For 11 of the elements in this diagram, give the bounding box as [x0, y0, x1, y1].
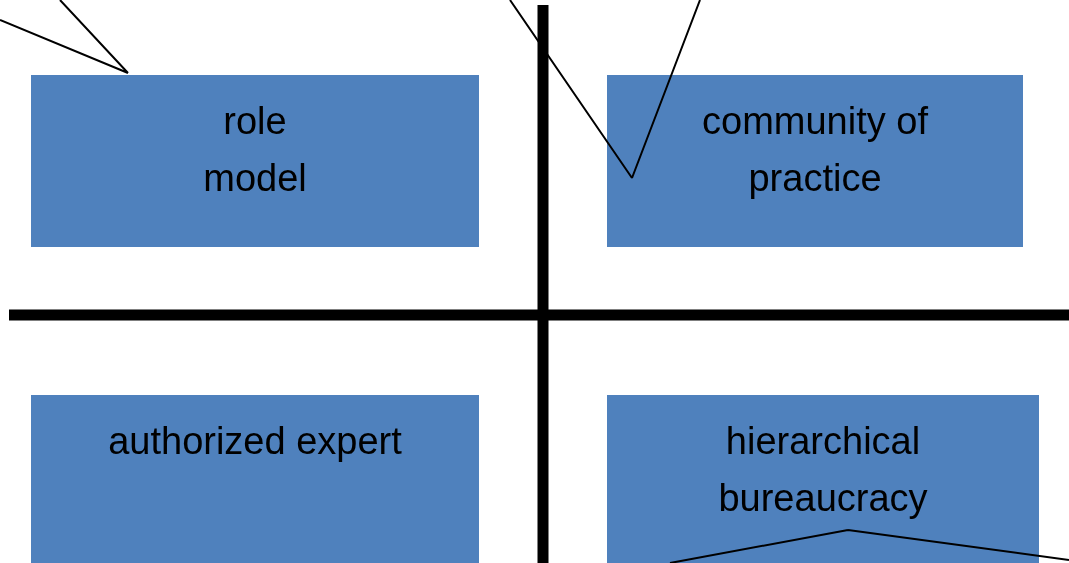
- quadrant-label: role model: [202, 99, 308, 201]
- quadrant-label: community of practice: [701, 99, 929, 201]
- callout-pointer: [509, 0, 701, 179]
- quadrant-label: hierarchical bureaucracy: [717, 419, 929, 521]
- quadrant-box: [607, 395, 1039, 563]
- quadrant-box: [31, 395, 479, 563]
- quadrant-box: [31, 75, 479, 247]
- quadrant-label: authorized expert: [108, 419, 402, 464]
- callout-pointer: [669, 529, 1069, 563]
- quadrant-box: [607, 75, 1023, 247]
- callout-pointer: [0, 0, 129, 74]
